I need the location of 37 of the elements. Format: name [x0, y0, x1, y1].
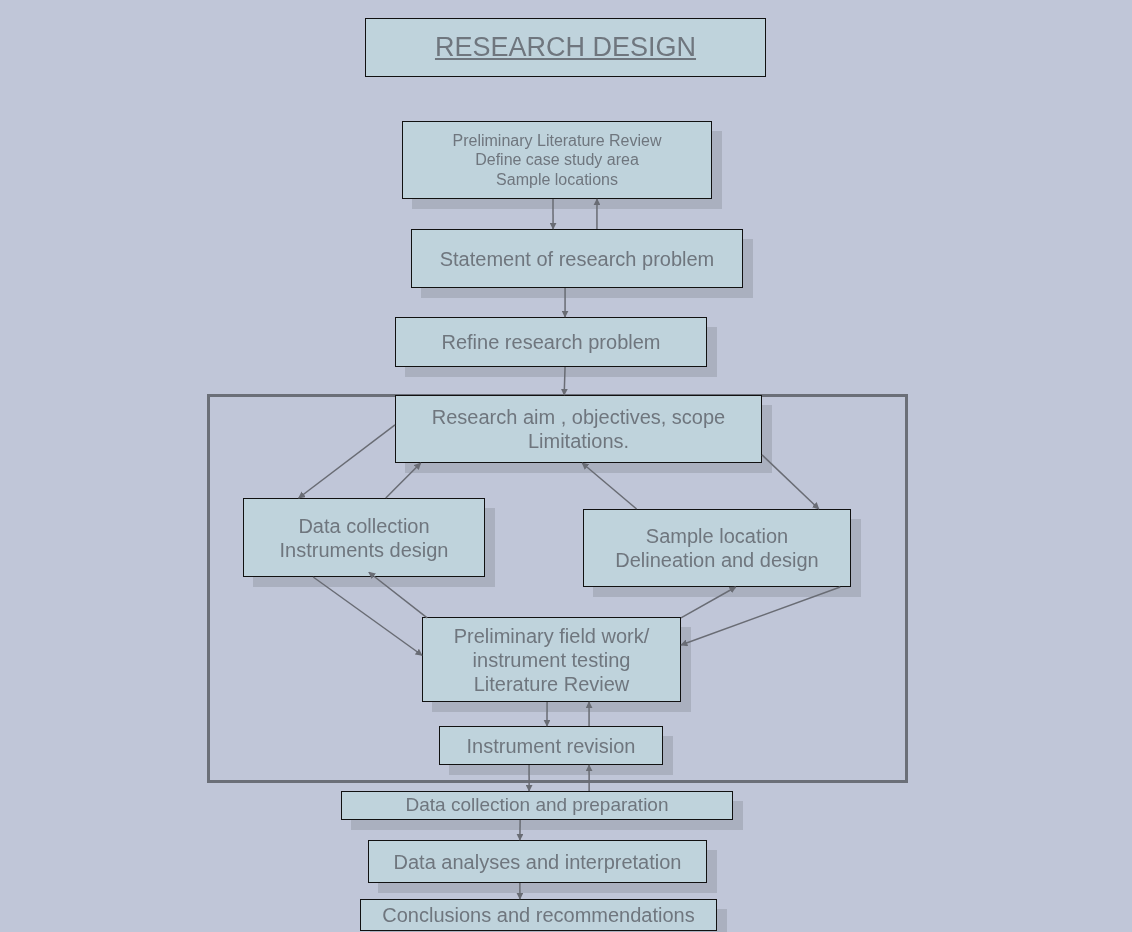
box-text: Data analyses and interpretation [393, 849, 682, 874]
box-text: Sample locations [496, 169, 618, 189]
box-text: Data collection [298, 513, 430, 538]
arrow [585, 764, 593, 792]
arrow [312, 576, 423, 656]
box-text: Conclusions and recommendations [382, 903, 695, 927]
arrow [585, 701, 593, 727]
box-text: Statement of research problem [439, 246, 715, 271]
title: RESEARCH DESIGN [365, 18, 766, 77]
box-text: Preliminary Literature Review [452, 131, 662, 151]
box-text: Define case study area [475, 150, 639, 170]
arrow [385, 462, 422, 499]
arrow [543, 701, 551, 727]
arrow [581, 462, 638, 510]
box-text: Instruments design [279, 537, 449, 562]
box-text: Preliminary field work/ instrument testing [452, 623, 651, 672]
box-text: Limitations. [527, 429, 630, 453]
arrow [549, 198, 557, 230]
arrow [560, 366, 568, 396]
box-text: Data collection and preparation [405, 794, 669, 817]
arrow [680, 586, 842, 647]
arrow [561, 287, 569, 318]
arrow [368, 571, 428, 619]
arrow [525, 764, 533, 792]
box-text: Literature Review [473, 671, 630, 696]
box-text: Research aim , objectives, scope [431, 405, 726, 429]
group-frame [207, 394, 908, 783]
box-text: Delineation and design [615, 548, 819, 572]
box-text: Sample location [645, 524, 789, 548]
box-text: Instrument revision [466, 733, 636, 758]
arrow [516, 819, 524, 841]
arrow [593, 198, 601, 230]
arrow [297, 424, 396, 499]
arrow [761, 454, 820, 510]
box-text: Refine research problem [441, 330, 661, 354]
arrow [516, 882, 524, 900]
arrow [680, 586, 737, 619]
